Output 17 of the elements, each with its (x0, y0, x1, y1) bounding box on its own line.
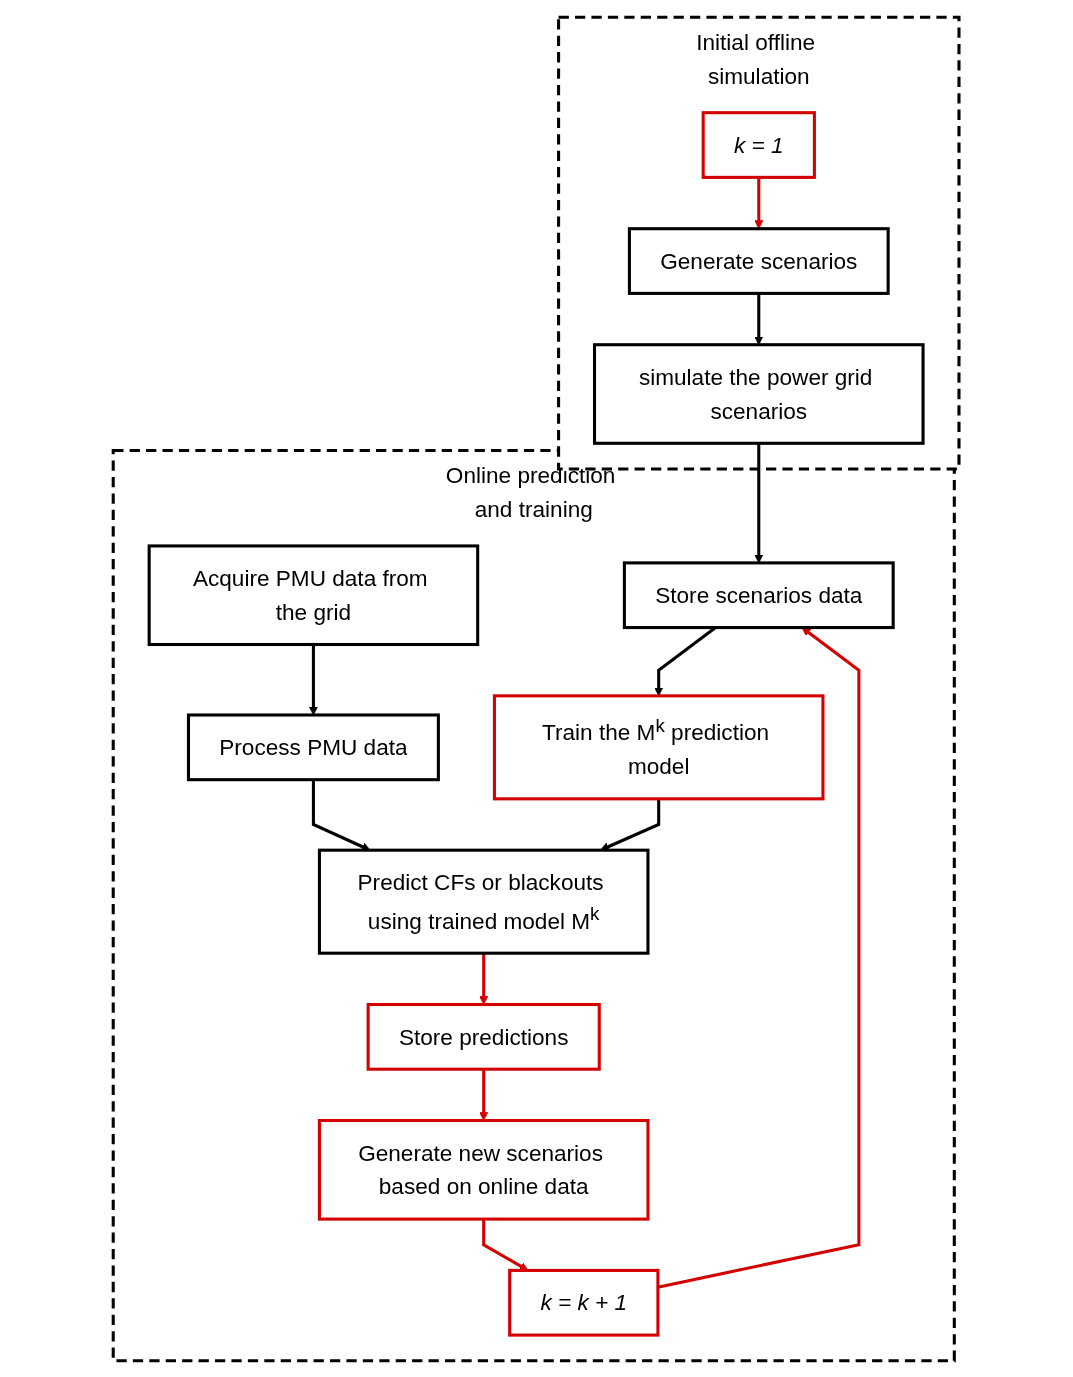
node-box: Process PMU data (187, 712, 441, 781)
arrow (754, 176, 764, 229)
node-box: Train the M$^{k}$ prediction model (493, 693, 825, 800)
arrow (309, 644, 319, 715)
node-box: k = 1 (702, 110, 817, 179)
arrow (754, 292, 764, 345)
node-box: Store scenarios data (623, 560, 896, 629)
node-box: Store predictions (367, 1002, 602, 1071)
arrow (754, 442, 764, 563)
node-box: Predict CFs or blackouts using trained model M$^{k}$ (318, 848, 650, 955)
arrow (479, 1068, 489, 1121)
node-box: Generate new scenarios based on online data (318, 1118, 650, 1221)
node-box: Generate scenarios (628, 226, 891, 295)
node-box: simulate the power grid scenarios (593, 342, 925, 445)
node-box: Acquire PMU data from the grid (148, 543, 480, 646)
node-box: k = k + 1 (508, 1268, 660, 1337)
arrow (479, 952, 489, 1005)
